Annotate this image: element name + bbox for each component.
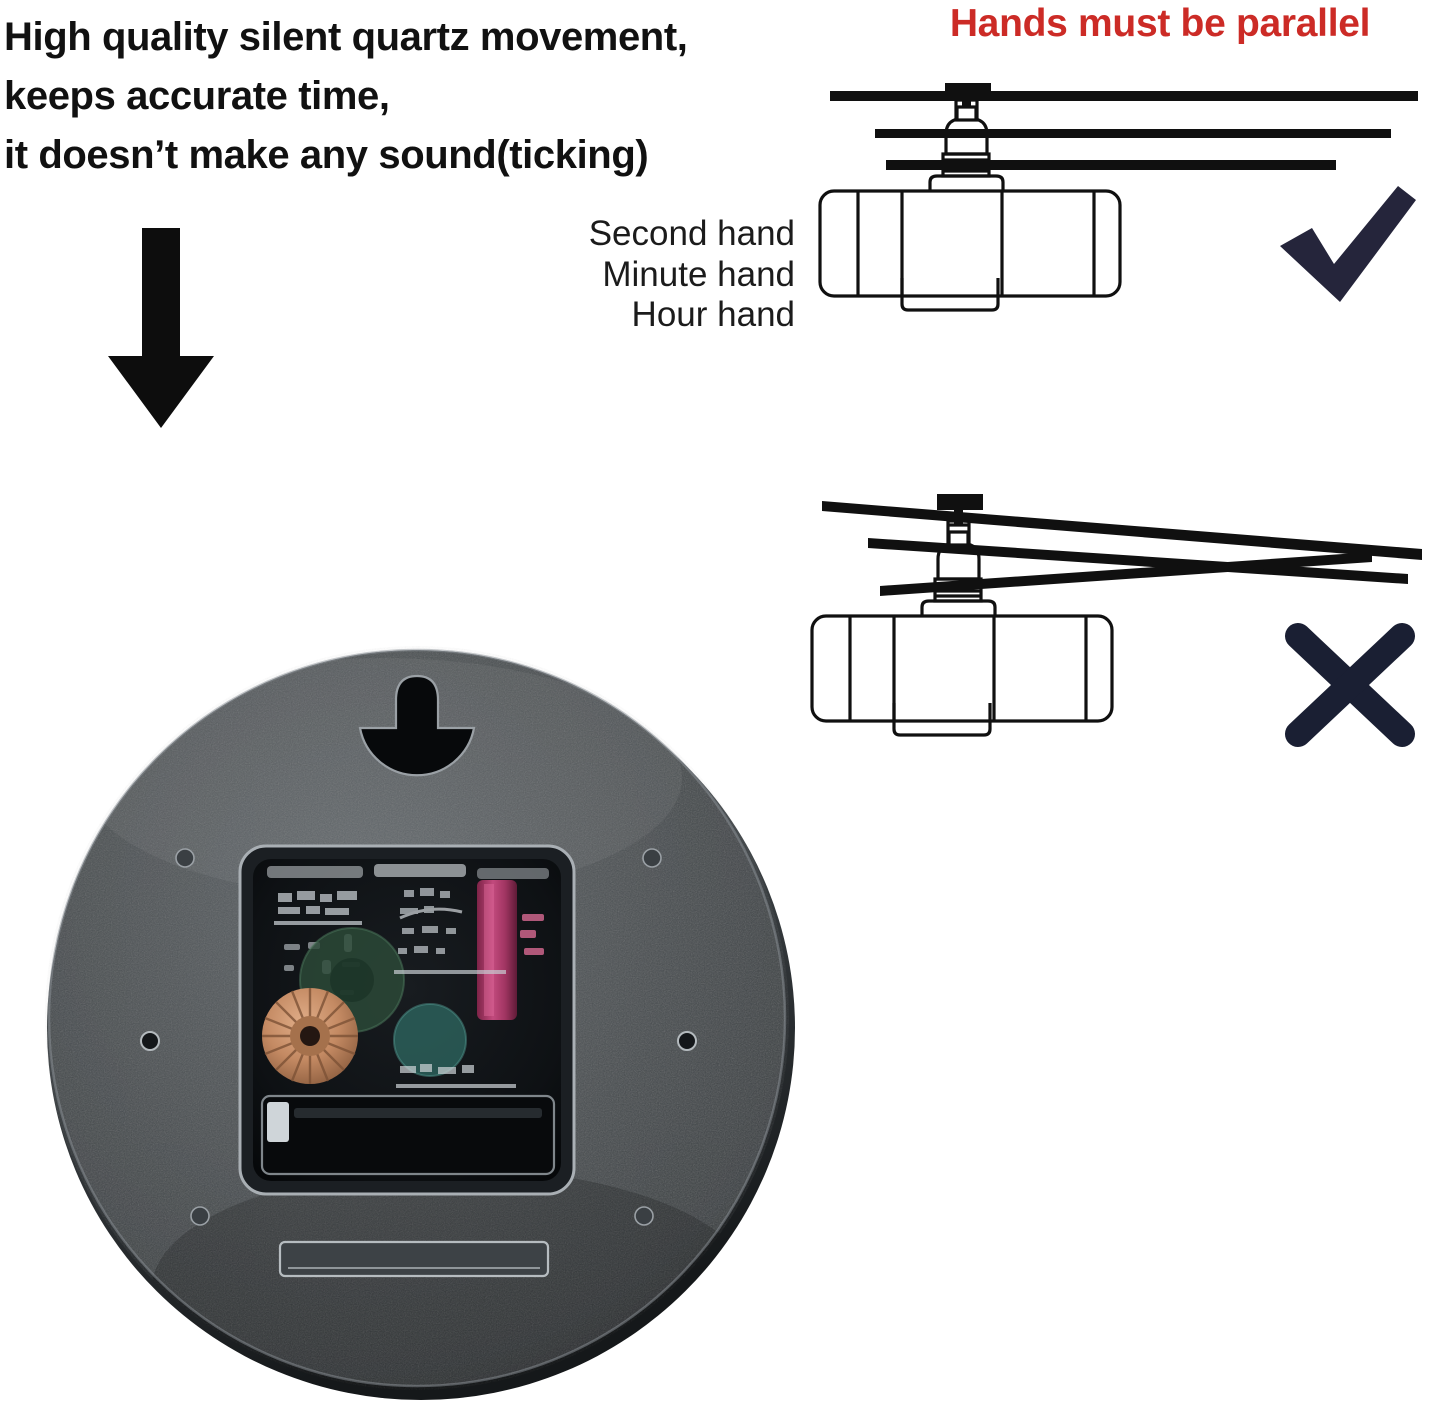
second-hand-bar xyxy=(822,501,1422,560)
minute-hand-bar xyxy=(868,538,1408,584)
second-hand-bar xyxy=(830,91,1418,101)
minute-hand-label: Minute hand xyxy=(602,254,795,294)
clock-movement-photo xyxy=(22,628,812,1403)
second-hand-label: Second hand xyxy=(588,214,795,253)
coil xyxy=(477,880,517,1020)
red-title: Hands must be parallel xyxy=(949,2,1371,45)
mechanism-well xyxy=(238,844,576,1196)
down-arrow-icon xyxy=(108,228,214,428)
hour-hand-bar xyxy=(886,160,1336,170)
housing-screws xyxy=(140,848,697,1226)
hour-hand-bar xyxy=(880,552,1372,596)
bottom-slot xyxy=(278,1240,550,1278)
hour-hand-label: Hour hand xyxy=(631,295,795,335)
cross-icon xyxy=(1285,623,1415,747)
battery-compartment xyxy=(260,1094,556,1176)
keyhole-hanger-icon xyxy=(358,674,476,777)
hand-labels: Second hand Minute hand Hour hand xyxy=(520,214,795,336)
movement-internals xyxy=(260,864,556,1176)
check-icon xyxy=(1280,186,1416,302)
parallel-hands-diagram xyxy=(806,78,1434,333)
secondary-gear xyxy=(394,1004,466,1076)
headline-text: High quality silent quartz movement, kee… xyxy=(4,8,764,184)
minute-hand-bar xyxy=(875,129,1391,138)
non-parallel-hands-diagram xyxy=(806,468,1434,753)
time-setting-wheel[interactable] xyxy=(262,988,358,1084)
headline-line-3: it doesn’t make any sound(ticking) xyxy=(4,132,649,177)
battery-contact xyxy=(267,1102,289,1142)
headline-line-1: High quality silent quartz movement, xyxy=(4,15,688,59)
headline-line-2: keeps accurate time, xyxy=(4,73,390,118)
